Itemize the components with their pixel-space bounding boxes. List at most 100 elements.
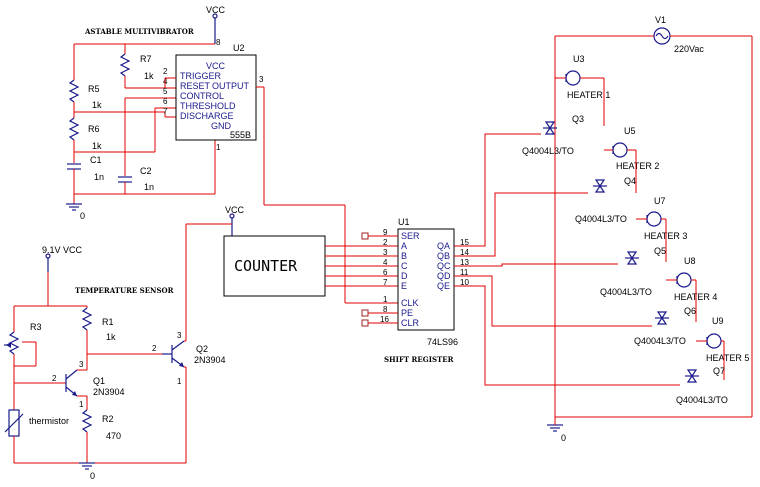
ic-u2-555: U2 VCC TRIGGER RESET OUTPUT CONTROL THRE… — [163, 43, 265, 205]
svg-text:HEATER 1: HEATER 1 — [567, 90, 610, 100]
svg-text:U8: U8 — [684, 256, 696, 266]
triac-q6 — [656, 311, 668, 320]
sensor-title: TEMPERATURE SENSOR — [75, 286, 174, 295]
svg-text:DISCHARGE: DISCHARGE — [180, 111, 234, 121]
svg-text:TRIGGER: TRIGGER — [180, 71, 222, 81]
svg-text:9: 9 — [383, 228, 388, 237]
svg-text:Q4004L3/TO: Q4004L3/TO — [575, 214, 627, 224]
svg-text:220Vac: 220Vac — [674, 44, 704, 54]
svg-text:E: E — [401, 281, 407, 291]
svg-text:SER: SER — [401, 231, 420, 241]
svg-text:0: 0 — [80, 211, 85, 221]
svg-text:2N3904: 2N3904 — [93, 387, 125, 397]
resistor-r6 — [68, 117, 80, 141]
counter-label: COUNTER — [234, 257, 298, 275]
svg-text:C2: C2 — [140, 166, 152, 176]
svg-text:0: 0 — [561, 433, 566, 443]
svg-text:5: 5 — [163, 87, 168, 96]
svg-text:R2: R2 — [102, 414, 114, 424]
vcc-terminal-q2 — [229, 213, 235, 219]
svg-text:A: A — [401, 241, 407, 251]
heater-2 — [612, 142, 628, 158]
vcc-label-top: VCC — [206, 5, 226, 15]
svg-text:CLR: CLR — [401, 318, 420, 328]
svg-text:1n: 1n — [144, 182, 154, 192]
resistor-r1 — [81, 307, 93, 331]
svg-text:R6: R6 — [88, 124, 100, 134]
svg-text:2N3904: 2N3904 — [194, 355, 226, 365]
svg-text:CLK: CLK — [401, 298, 419, 308]
triac-q7 — [686, 369, 698, 378]
svg-text:Q2: Q2 — [196, 344, 208, 354]
svg-text:3: 3 — [177, 331, 182, 340]
svg-text:VCC: VCC — [225, 205, 245, 215]
svg-text:R1: R1 — [102, 317, 114, 327]
vcc-terminal-top — [212, 13, 218, 19]
svg-text:HEATER 5: HEATER 5 — [706, 353, 749, 363]
svg-text:1k: 1k — [144, 71, 154, 81]
svg-text:D: D — [401, 271, 408, 281]
svg-text:Q4004L3/TO: Q4004L3/TO — [634, 336, 686, 346]
svg-text:10: 10 — [460, 278, 469, 287]
svg-text:thermistor: thermistor — [29, 416, 69, 426]
svg-text:V1: V1 — [655, 15, 666, 25]
svg-text:QE: QE — [437, 281, 450, 291]
astable-multivibrator: ASTABLE MULTIVIBRATOR VCC 8 R7 1k R5 1k … — [66, 5, 226, 221]
shift-register-title: SHIFT REGISTER — [384, 355, 454, 364]
svg-text:U2: U2 — [233, 43, 245, 53]
svg-text:QC: QC — [437, 261, 451, 271]
heater-1 — [565, 70, 581, 86]
heater-4 — [676, 272, 692, 288]
svg-text:14: 14 — [460, 248, 469, 257]
astable-title: ASTABLE MULTIVIBRATOR — [84, 27, 194, 36]
resistor-r7 — [119, 53, 131, 77]
svg-text:9.1V VCC: 9.1V VCC — [42, 245, 83, 255]
svg-text:2: 2 — [52, 374, 57, 383]
svg-text:THRESHOLD: THRESHOLD — [180, 101, 236, 111]
svg-text:VCC: VCC — [206, 61, 226, 71]
svg-text:8: 8 — [383, 305, 388, 314]
resistor-r2 — [81, 409, 93, 433]
svg-text:QA: QA — [437, 241, 450, 251]
svg-text:6: 6 — [163, 97, 168, 106]
svg-text:QB: QB — [437, 251, 450, 261]
heater-3 — [646, 211, 662, 227]
svg-text:R3: R3 — [30, 322, 42, 332]
temperature-sensor: TEMPERATURE SENSOR 9.1V VCC R3 2 3 1 Q1 … — [4, 224, 226, 481]
svg-text:CONTROL: CONTROL — [180, 91, 224, 101]
svg-text:15: 15 — [460, 238, 469, 247]
svg-text:Q3: Q3 — [572, 114, 584, 124]
ac-heater-section: V1 220Vac 0 U3 HEATER 1 Q3 Q4004L3/TO U5… — [522, 15, 753, 443]
svg-text:3: 3 — [259, 75, 264, 84]
svg-text:R7: R7 — [140, 54, 152, 64]
svg-text:Q5: Q5 — [654, 246, 666, 256]
svg-text:1: 1 — [383, 295, 388, 304]
svg-text:HEATER 2: HEATER 2 — [616, 161, 659, 171]
svg-text:B: B — [401, 251, 407, 261]
svg-text:2: 2 — [152, 344, 157, 353]
svg-text:C1: C1 — [90, 155, 102, 165]
svg-text:3: 3 — [79, 360, 84, 369]
heater-5 — [706, 333, 722, 349]
svg-text:Q7: Q7 — [713, 366, 725, 376]
triac-q4 — [594, 179, 606, 188]
svg-text:13: 13 — [460, 258, 469, 267]
svg-text:Q4004L3/TO: Q4004L3/TO — [522, 146, 574, 156]
svg-text:PE: PE — [401, 308, 413, 318]
triac-q3 — [544, 121, 556, 130]
svg-text:1k: 1k — [106, 332, 116, 342]
svg-text:QD: QD — [437, 271, 451, 281]
svg-text:4: 4 — [383, 258, 388, 267]
potentiometer-r3 — [8, 331, 20, 355]
svg-text:2: 2 — [383, 238, 388, 247]
counter-box — [223, 235, 326, 297]
svg-text:11: 11 — [460, 268, 469, 277]
svg-text:2: 2 — [163, 67, 168, 76]
svg-text:1: 1 — [177, 377, 182, 386]
svg-text:74LS96: 74LS96 — [427, 337, 458, 347]
svg-text:U5: U5 — [624, 126, 636, 136]
svg-text:7: 7 — [383, 278, 388, 287]
svg-text:GND: GND — [211, 121, 232, 131]
svg-text:555B: 555B — [230, 130, 251, 140]
svg-text:U3: U3 — [573, 54, 585, 64]
